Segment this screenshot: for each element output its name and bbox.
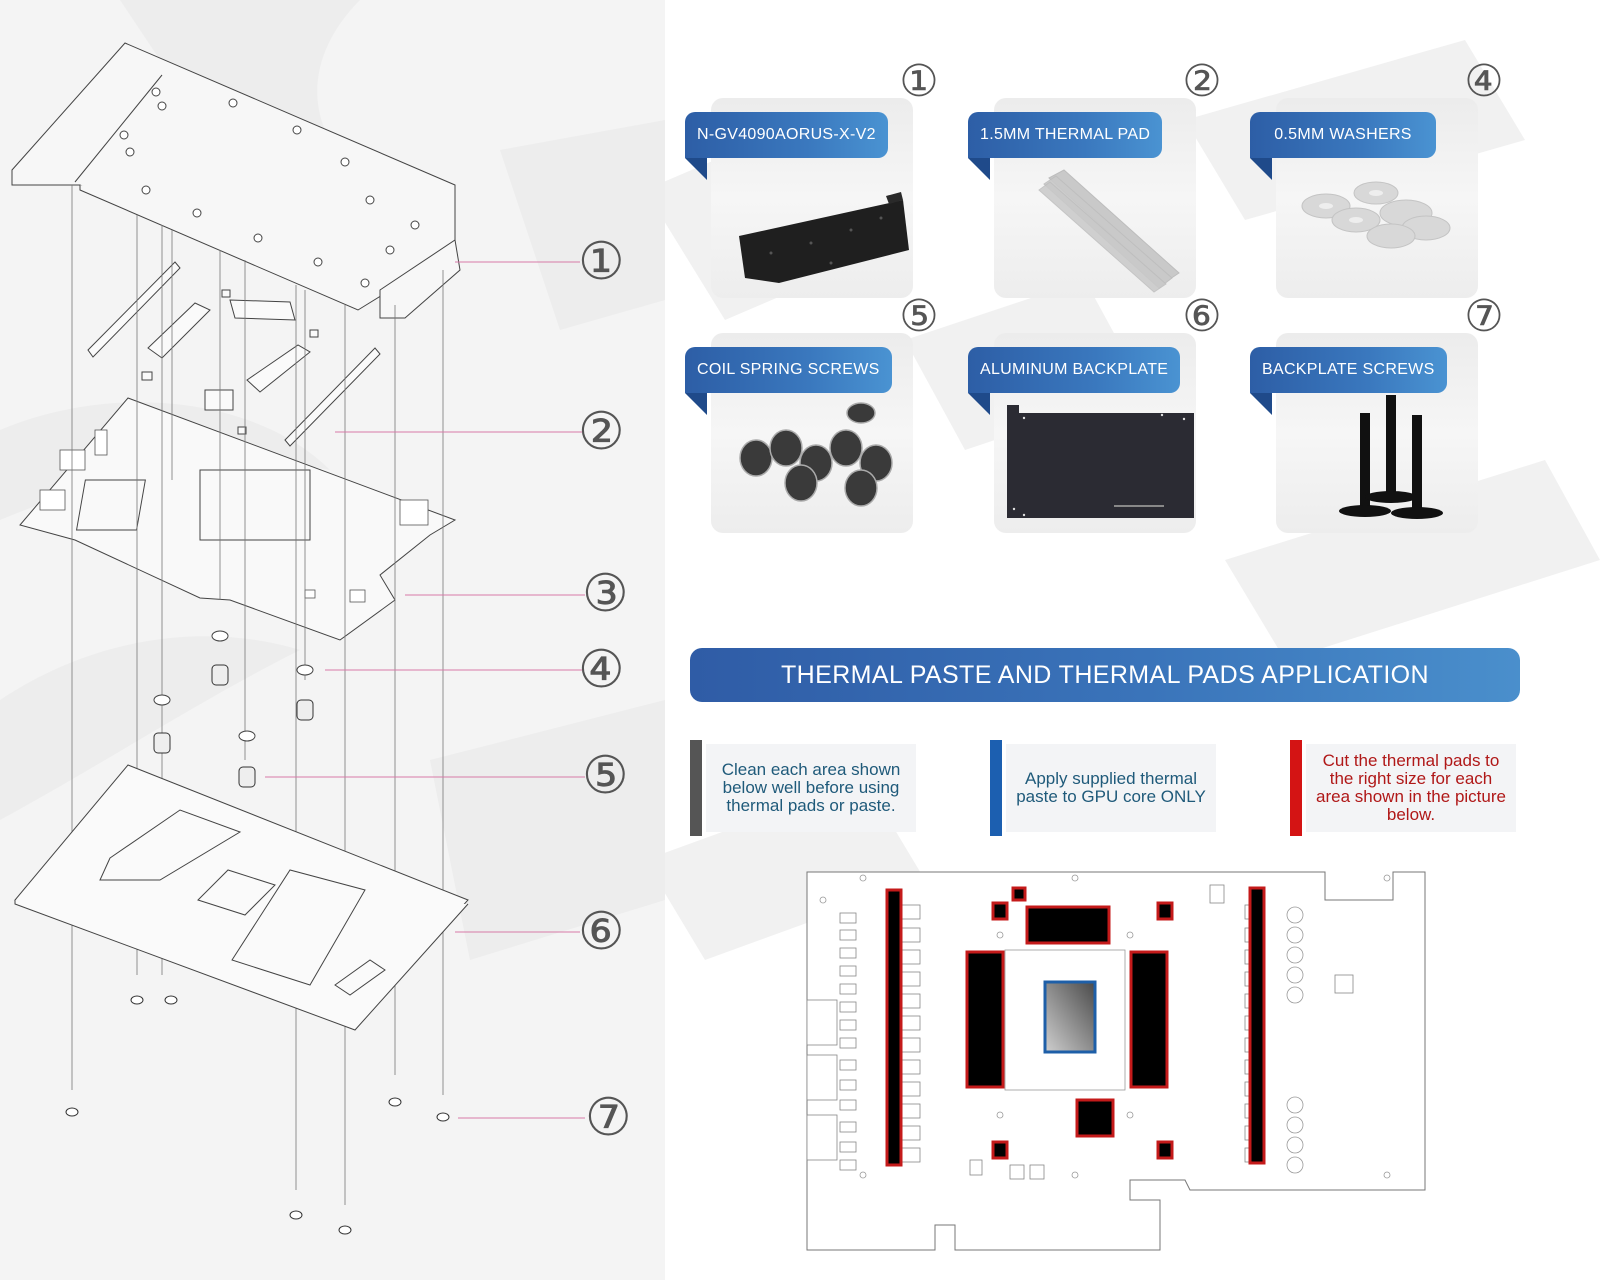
note-accent-bar [990,740,1002,836]
callout-2: ② [578,403,625,461]
pad-bottom-memory [1075,1098,1115,1138]
callout-1: ① [578,233,625,291]
thermal-pads-drawing [87,261,381,447]
pad-small [991,1140,1009,1160]
washers-icon [1276,158,1478,298]
pad-right-strip [1248,886,1266,1165]
washers-drawing [153,630,314,742]
backplate-screws-drawing [65,995,450,1235]
callout-3: ③ [582,565,629,623]
backplate-icon [994,393,1196,533]
part-number-badge: ① [899,57,939,106]
part-name: BACKPLATE SCREWS [1250,347,1447,393]
pcb-holes [819,874,1391,1179]
callout-5: ⑤ [582,747,629,805]
part-card-spring-screws: COIL SPRING SCREWS ⑤ [685,295,939,533]
pad-left-strip [885,888,903,1167]
thermal-pad-icon [994,158,1196,298]
callout-4: ④ [578,641,625,699]
note-accent-bar [1290,740,1302,836]
pad-small [1156,1140,1174,1160]
pad-right-memory [1129,950,1169,1089]
part-name: COIL SPRING SCREWS [685,347,892,393]
note-accent-bar [690,740,702,836]
ribbon-fold [968,158,990,180]
spring-screws-icon [711,393,913,533]
note-text: Clean each area shown below well before … [706,744,916,832]
part-number-badge: ④ [1464,57,1504,106]
part-name: 0.5MM WASHERS [1250,112,1436,158]
part-number-badge: ⑦ [1464,292,1504,341]
thermal-pad-areas [885,886,1266,1167]
part-number-badge: ② [1182,57,1222,106]
ribbon-fold [685,158,707,180]
ribbon-fold [1250,158,1272,180]
pcb-drawing [19,397,457,641]
pad-top-memory [1025,905,1111,945]
callout-leader-lines [265,261,585,1119]
callout-6: ⑥ [578,903,625,961]
pad-left-memory [965,950,1005,1089]
water-block-drawing [11,42,461,319]
note-text: Apply supplied thermal paste to GPU core… [1006,744,1216,832]
part-card-backplate-screws: BACKPLATE SCREWS ⑦ [1250,295,1504,533]
water-block-icon [711,158,913,298]
pcb-pad-map [806,871,1426,1251]
spring-screws-drawing [153,664,314,788]
pcb-components [39,429,429,603]
part-number-badge: ⑤ [899,292,939,341]
capacitors [1286,906,1304,1174]
gpu-core-paste-area [1043,980,1097,1054]
pad-small [1011,886,1027,902]
pad-small [1156,901,1174,921]
assembly-guide-lines [71,185,444,1205]
ribbon-fold [685,393,707,415]
part-card-water-block: N-GV4090AORUS-X-V2 ① [685,60,939,298]
part-number-badge: ⑥ [1182,292,1222,341]
part-card-backplate: ALUMINUM BACKPLATE ⑥ [968,295,1222,533]
note-text: Cut the thermal pads to the right size f… [1306,744,1516,832]
ribbon-fold [968,393,990,415]
screws-icon [1276,393,1478,533]
water-block-screws [119,87,420,288]
part-name: 1.5MM THERMAL PAD [968,112,1163,158]
callout-7: ⑦ [585,1089,632,1147]
exploded-view-diagram [0,0,665,1235]
ribbon-fold [1250,393,1272,415]
application-title-banner: THERMAL PASTE AND THERMAL PADS APPLICATI… [690,648,1520,702]
pad-small [991,901,1009,921]
backplate-drawing [14,764,469,1031]
part-card-washers: 0.5MM WASHERS ④ [1250,60,1504,298]
exploded-view-panel: ① ② ③ ④ ⑤ ⑥ ⑦ [0,0,665,1280]
part-name: ALUMINUM BACKPLATE [968,347,1181,393]
part-card-thermal-pad: 1.5MM THERMAL PAD ② [968,60,1222,298]
part-name: N-GV4090AORUS-X-V2 [685,112,888,158]
